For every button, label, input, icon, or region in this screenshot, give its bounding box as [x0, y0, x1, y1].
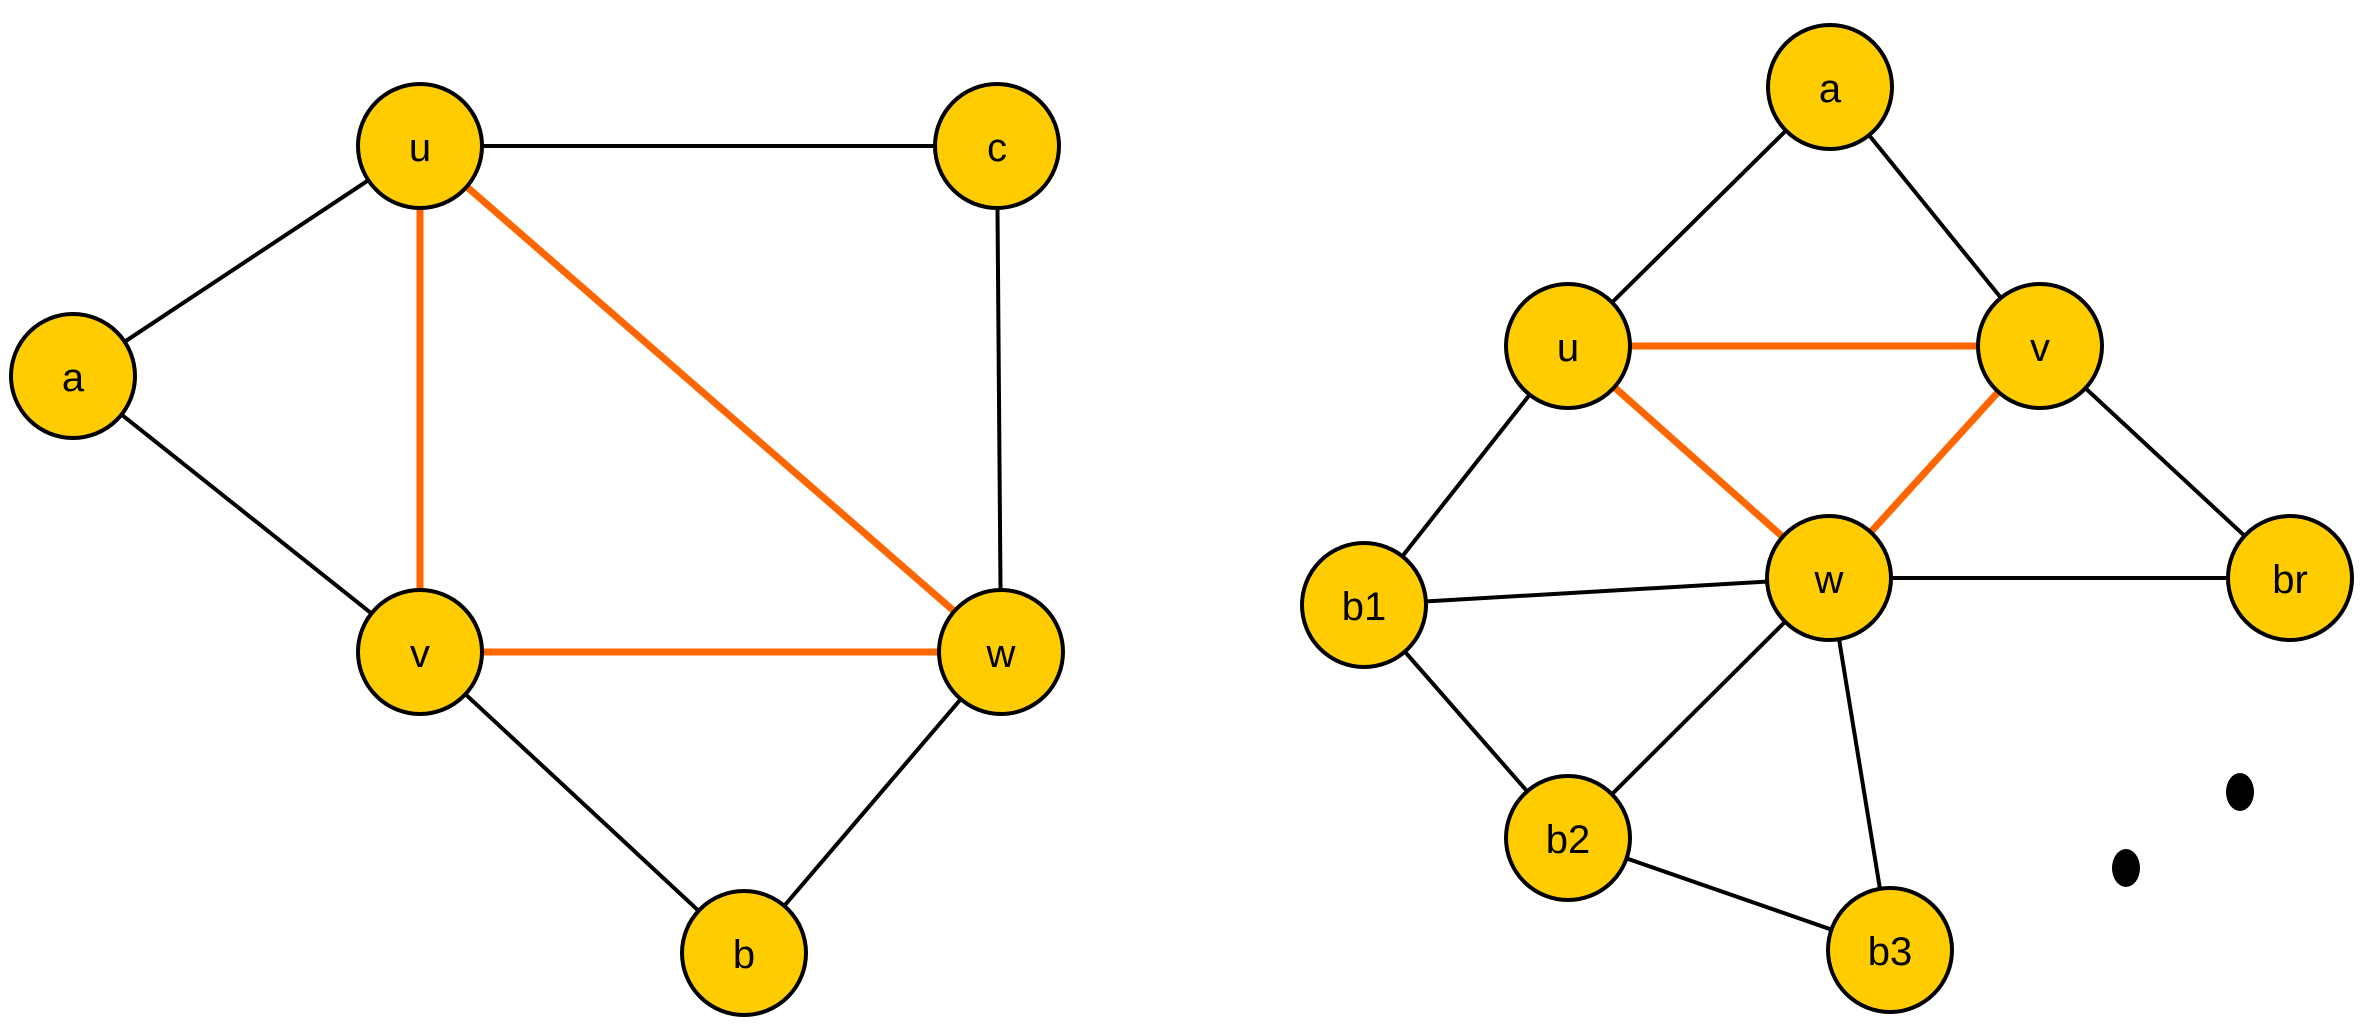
left-node-w: w [937, 588, 1065, 716]
left-node-a-label: a [62, 356, 85, 400]
right-node-v-label: v [2030, 326, 2050, 370]
left-node-a: a [9, 312, 137, 440]
left-node-u-label: u [409, 126, 431, 170]
right-node-v: v [1976, 282, 2104, 410]
left-edge-c-w [995, 144, 1003, 654]
right-node-w-label: w [1814, 558, 1844, 602]
left-edge-u-w [416, 142, 1005, 656]
right-node-a-circle [1766, 23, 1894, 151]
right-node-a-label: a [1819, 67, 1842, 111]
left-node-b: b [680, 889, 808, 1017]
right-edge-b1-w [1362, 576, 1831, 607]
left-node-u: u [356, 82, 484, 210]
right-node-b1-label: b1 [1342, 585, 1387, 629]
right-node-u-circle [1504, 282, 1632, 410]
left-edge-u-a [71, 144, 422, 378]
right-node-br: br [2226, 514, 2354, 642]
right-node-w: w [1765, 514, 1893, 642]
continuation-dot-1 [2112, 849, 2140, 887]
right-node-br-circle [2226, 514, 2354, 642]
left-node-b-circle [680, 889, 808, 1017]
left-node-c-label: c [987, 126, 1007, 170]
right-node-b1-circle [1300, 541, 1428, 669]
continuation-dots [2112, 773, 2254, 887]
right-node-b1: b1 [1300, 541, 1428, 669]
right-node-b3: b3 [1826, 886, 1954, 1014]
right-node-u-label: u [1557, 326, 1579, 370]
left-node-b-label: b [733, 933, 755, 977]
left-edge-v-b [418, 650, 746, 955]
right-node-b2-label: b2 [1546, 818, 1591, 862]
right-node-b3-label: b3 [1868, 930, 1913, 974]
right-node-u: u [1504, 282, 1632, 410]
right-node-v-circle [1976, 282, 2104, 410]
left-node-v-label: v [410, 632, 430, 676]
left-node-w-label: w [986, 632, 1016, 676]
right-node-a: a [1766, 23, 1894, 151]
left-node-v-circle [356, 588, 484, 716]
left-node-a-circle [9, 312, 137, 440]
right-node-w-circle [1765, 514, 1893, 642]
right-node-b2-circle [1504, 774, 1632, 902]
left-node-u-circle [356, 82, 484, 210]
left-edge-w-b [742, 650, 1003, 955]
left-node-w-circle [937, 588, 1065, 716]
right-node-b2: b2 [1504, 774, 1632, 902]
left-edge-a-v [71, 374, 422, 654]
nodes-layer: u c a v w b a u v b1 w br b2 b3 [9, 23, 2354, 1017]
left-node-c: c [933, 82, 1061, 210]
left-node-c-circle [933, 82, 1061, 210]
left-node-v: v [356, 588, 484, 716]
continuation-dot-2 [2226, 773, 2254, 811]
right-node-br-label: br [2272, 558, 2308, 602]
right-node-b3-circle [1826, 886, 1954, 1014]
